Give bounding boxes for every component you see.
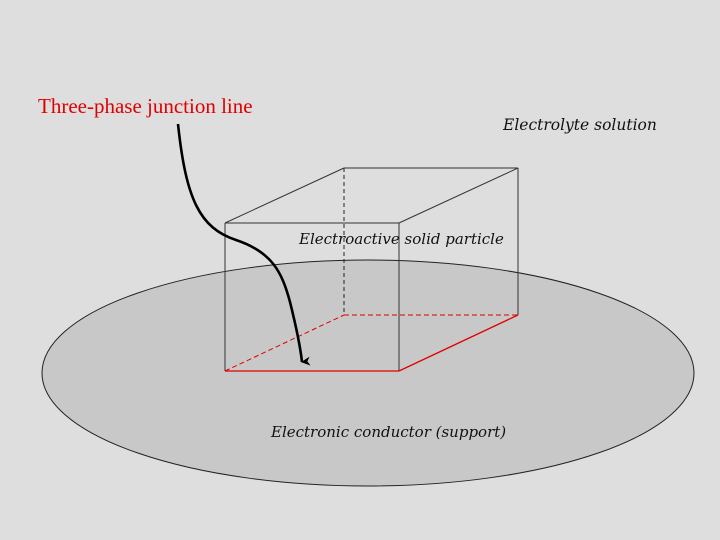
- conductor-label: Electronic conductor (support): [271, 423, 507, 441]
- cube-hidden-edge-left-bottom: [224, 314, 345, 372]
- junction-label: Three-phase junction line: [38, 94, 253, 118]
- junction-line-right: [398, 314, 519, 372]
- cube-top-right: [398, 167, 519, 224]
- junction-pointer-arrow: [176, 123, 311, 366]
- support-disc: [41, 259, 695, 487]
- particle-label: Electroactive solid particle: [299, 230, 504, 248]
- cube-top-left: [224, 167, 345, 224]
- electrolyte-label: Electrolyte solution: [503, 116, 657, 134]
